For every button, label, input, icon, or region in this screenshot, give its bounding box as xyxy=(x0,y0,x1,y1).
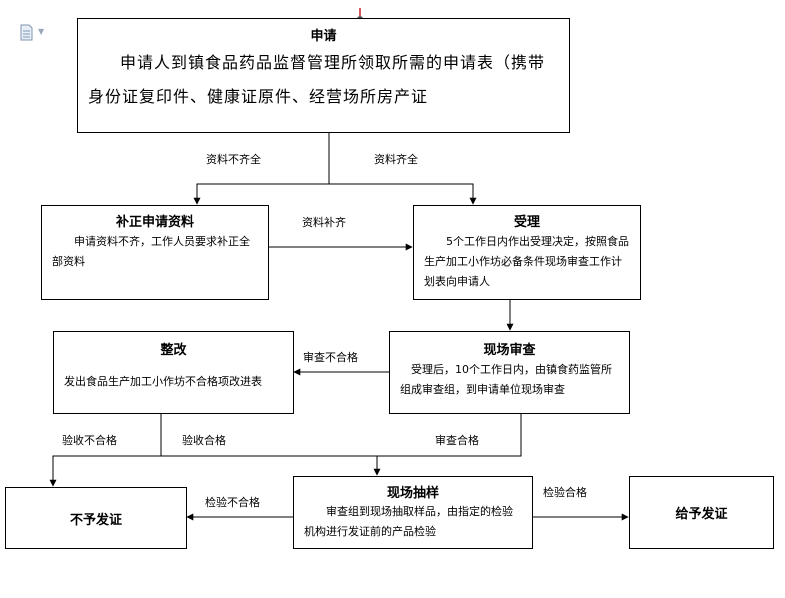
label-review-pass: 审查合格 xyxy=(435,434,479,447)
node-grant-title: 给予发证 xyxy=(675,507,728,522)
dropdown-caret-icon[interactable]: ▼ xyxy=(38,27,45,36)
label-test-pass: 检验合格 xyxy=(543,486,587,499)
node-sampling-title: 现场抽样 xyxy=(386,486,439,501)
node-apply-title: 申请 xyxy=(310,29,337,44)
node-accept-title: 受理 xyxy=(513,215,540,230)
label-acceptance-pass: 验收合格 xyxy=(182,434,226,447)
edge-rectify-sampling xyxy=(160,414,381,476)
edge-to-accept xyxy=(329,183,477,205)
node-accept-desc: 5个工作日内作出受理决定，按照食品生产加工小作坊必备条件现场审查工作计划表向申请… xyxy=(424,235,629,288)
label-acceptance-fail: 验收不合格 xyxy=(62,434,117,447)
node-deny-title: 不予发证 xyxy=(69,512,122,528)
node-apply-desc: 申请人到镇食品药品监督管理所领取所需的申请表（携带身份证复印件、健康证原件、经营… xyxy=(88,53,546,106)
node-rectify-desc: 发出食品生产加工小作坊不合格项改进表 xyxy=(64,375,262,388)
node-inspect-title: 现场审查 xyxy=(483,343,536,358)
node-sampling-desc: 审查组到现场抽取样品，由指定的检验机构进行发证前的产品检验 xyxy=(304,505,513,538)
node-rectify: 整改 发出食品生产加工小作坊不合格项改进表 xyxy=(53,331,294,414)
label-complete: 资料齐全 xyxy=(374,153,418,166)
edge-rectify-deny xyxy=(49,414,162,487)
label-review-fail: 审查不合格 xyxy=(303,351,358,364)
label-supplemented: 资料补齐 xyxy=(302,216,346,229)
node-supplement-desc: 申请资料不齐，工作人员要求补正全部资料 xyxy=(52,235,250,268)
edge-to-supplement xyxy=(193,183,329,205)
node-inspect: 现场审查 受理后，10个工作日内，由镇食药监管所组成审查组，到申请单位现场审查 xyxy=(389,331,630,414)
label-incomplete: 资料不齐全 xyxy=(206,153,261,166)
node-accept: 受理 5个工作日内作出受理决定，按照食品生产加工小作坊必备条件现场审查工作计划表… xyxy=(413,205,641,300)
node-inspect-desc: 受理后，10个工作日内，由镇食药监管所组成审查组，到申请单位现场审查 xyxy=(400,363,612,396)
node-sampling: 现场抽样 审查组到现场抽取样品，由指定的检验机构进行发证前的产品检验 xyxy=(293,476,533,549)
node-supplement-title: 补正申请资料 xyxy=(115,215,194,230)
edge-inspect-sampling xyxy=(377,414,522,457)
node-rectify-title: 整改 xyxy=(160,343,187,358)
label-test-fail: 检验不合格 xyxy=(205,496,260,509)
node-apply: 申请 申请人到镇食品药品监督管理所领取所需的申请表（携带身份证复印件、健康证原件… xyxy=(77,18,570,133)
node-grant: 给予发证 xyxy=(629,476,774,549)
node-supplement: 补正申请资料 申请资料不齐，工作人员要求补正全部资料 xyxy=(41,205,269,300)
node-deny: 不予发证 xyxy=(5,487,187,549)
document-icon[interactable] xyxy=(20,24,33,41)
